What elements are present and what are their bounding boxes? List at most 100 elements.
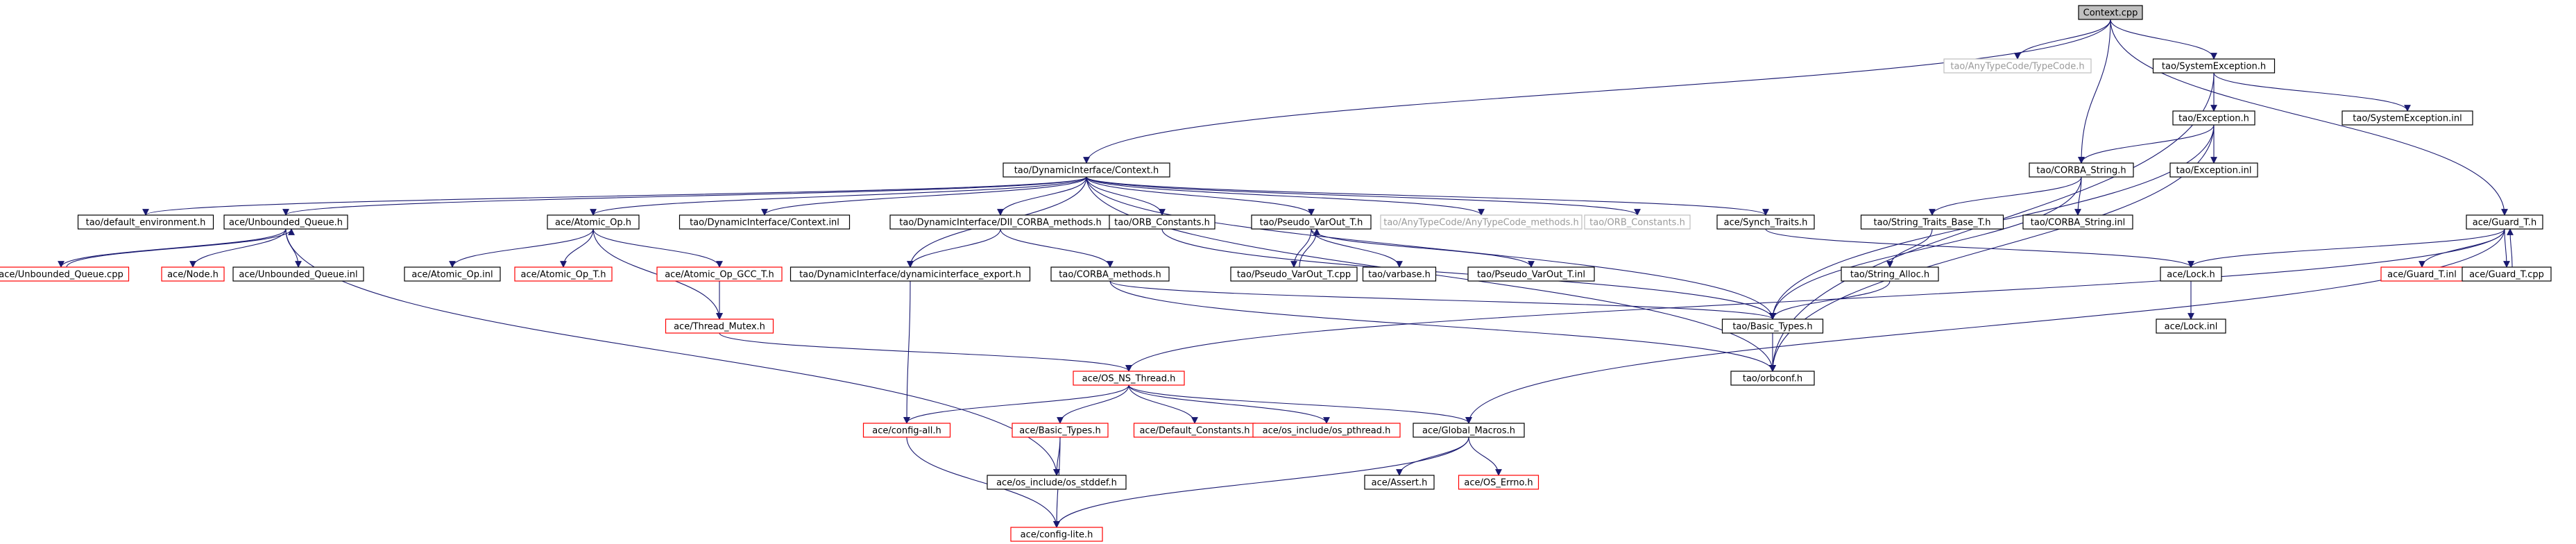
node-node-h[interactable]: ace/Node.h: [161, 266, 225, 282]
node-label: tao/ORB_Constants.h: [1114, 218, 1210, 228]
node-dyn-context-h[interactable]: tao/DynamicInterface/Context.h: [1003, 162, 1170, 178]
node-exception-h[interactable]: tao/Exception.h: [2172, 110, 2255, 126]
node-label: tao/CORBA_String.inl: [2031, 218, 2125, 228]
node-os-stddef-h[interactable]: ace/os_include/os_stddef.h: [987, 475, 1127, 490]
node-assert-h[interactable]: ace/Assert.h: [1364, 475, 1435, 490]
edge-os_ns_thread_h-to-basic_types_h_ace: [1057, 384, 1129, 424]
node-lock-h[interactable]: ace/Lock.h: [2160, 266, 2222, 282]
node-config-all-h[interactable]: ace/config-all.h: [862, 423, 951, 438]
node-label: ace/Default_Constants.h: [1139, 426, 1249, 436]
node-corba-string-h[interactable]: tao/CORBA_String.h: [2029, 162, 2134, 178]
edge-context_cpp-to-systemexception_h: [2110, 19, 2217, 60]
node-pseudo-varout-t-h[interactable]: tao/Pseudo_VarOut_T.h: [1251, 214, 1372, 230]
node-label: ace/Global_Macros.h: [1422, 426, 1515, 436]
node-orb-constants-h[interactable]: tao/ORB_Constants.h: [1109, 214, 1216, 230]
node-orbconf-h[interactable]: tao/orbconf.h: [1730, 371, 1815, 386]
node-box: [1073, 371, 1185, 386]
node-atomic-op-inl[interactable]: ace/Atomic_Op.inl: [404, 266, 501, 282]
node-guard-t-inl[interactable]: ace/Guard_T.inl: [2380, 266, 2464, 282]
node-exception-inl[interactable]: tao/Exception.inl: [2169, 162, 2258, 178]
node-box: [514, 266, 613, 282]
node-label: tao/String_Traits_Base_T.h: [1874, 218, 1991, 228]
node-thread-mutex-h[interactable]: ace/Thread_Mutex.h: [665, 318, 774, 334]
node-unbounded-queue-cpp[interactable]: ace/Unbounded_Queue.cpp: [0, 266, 130, 282]
node-label: ace/Assert.h: [1372, 478, 1428, 488]
node-label: tao/Exception.h: [2178, 114, 2249, 124]
node-box: [547, 214, 640, 230]
node-label: ace/Thread_Mutex.h: [674, 322, 765, 332]
edge-config_all_h-to-config_lite_h: [906, 436, 1060, 528]
edge-dyn_context_h-to-orb_constants_h2: [1086, 176, 1641, 216]
node-label: ace/Unbounded_Queue.inl: [239, 270, 357, 280]
edge-dyn_context_h-to-dii_corba_methods_h: [997, 176, 1087, 216]
node-orb-constants-h2[interactable]: tao/ORB_Constants.h: [1584, 214, 1691, 230]
node-string-alloc-h[interactable]: tao/String_Alloc.h: [1841, 266, 1939, 282]
node-label: ace/os_include/os_pthread.h: [1263, 426, 1391, 436]
node-context-cpp[interactable]: Context.cpp: [2078, 5, 2143, 20]
edge-dyn_context_h-to-synch_traits_h: [1086, 176, 1769, 216]
node-systemexception-h[interactable]: tao/SystemException.h: [2152, 58, 2276, 74]
node-lock-inl[interactable]: ace/Lock.inl: [2156, 318, 2226, 334]
node-label: tao/SystemException.inl: [2353, 114, 2462, 124]
node-anytypecode-methods-h[interactable]: tao/AnyTypeCode/AnyTypeCode_methods.h: [1380, 214, 1583, 230]
edge-dii_corba_methods_h-to-dynamicinterface_export_h: [907, 228, 1001, 268]
node-label: tao/Pseudo_VarOut_T.cpp: [1237, 270, 1351, 280]
node-corba-methods-h[interactable]: tao/CORBA_methods.h: [1050, 266, 1170, 282]
node-label: ace/Atomic_Op.inl: [411, 270, 493, 280]
edge-dyn_context_h-to-orb_constants_h: [1086, 176, 1166, 216]
node-label: tao/Pseudo_VarOut_T.inl: [1477, 270, 1585, 280]
node-guard-t-cpp[interactable]: ace/Guard_T.cpp: [2462, 266, 2552, 282]
edge-pseudo_varout_t_h-to-varbase_h: [1311, 228, 1403, 268]
node-config-lite-h[interactable]: ace/config-lite.h: [1010, 527, 1103, 542]
node-default-environment-h[interactable]: tao/default_environment.h: [77, 214, 214, 230]
edge-pseudo_varout_t_cpp-to-pseudo_varout_t_h: [1299, 228, 1320, 268]
node-label: ace/os_include/os_stddef.h: [996, 478, 1117, 488]
node-basic-types-h-ace[interactable]: ace/Basic_Types.h: [1012, 423, 1109, 438]
node-atomic-op-t-h[interactable]: ace/Atomic_Op_T.h: [514, 266, 613, 282]
node-dynamicinterface-export-h[interactable]: tao/DynamicInterface/dynamicinterface_ex…: [790, 266, 1031, 282]
edge-os_ns_thread_h-to-config_all_h: [903, 384, 1129, 424]
node-os-ns-thread-h[interactable]: ace/OS_NS_Thread.h: [1073, 371, 1185, 386]
node-os-pthread-h[interactable]: ace/os_include/os_pthread.h: [1252, 423, 1401, 438]
edge-unbounded_queue_h-to-os_stddef_h: [285, 228, 1060, 476]
node-string-traits-base-t-h[interactable]: tao/String_Traits_Base_T.h: [1860, 214, 2004, 230]
edge-atomic_op_h-to-atomic_op_gcc_t_h: [592, 228, 723, 268]
file-nodes: Context.cpp tao/AnyTypeCode/TypeCode.h tao…: [0, 5, 2552, 542]
node-box: [679, 214, 851, 230]
edge-pseudo_varout_t_h-to-pseudo_varout_t_cpp: [1290, 228, 1312, 268]
node-label: tao/Basic_Types.h: [1732, 322, 1812, 332]
node-pseudo-varout-t-cpp[interactable]: tao/Pseudo_VarOut_T.cpp: [1230, 266, 1358, 282]
node-basic-types-h-tao[interactable]: tao/Basic_Types.h: [1721, 318, 1824, 334]
node-anytypecode-typecode-h[interactable]: tao/AnyTypeCode/TypeCode.h: [1943, 58, 2092, 74]
node-label: ace/Guard_T.inl: [2387, 270, 2457, 280]
node-varbase-h[interactable]: tao/varbase.h: [1362, 266, 1437, 282]
node-os-errno-h[interactable]: ace/OS_Errno.h: [1458, 475, 1539, 490]
node-box: [77, 214, 214, 230]
node-systemexception-inl[interactable]: tao/SystemException.inl: [2342, 110, 2473, 126]
node-pseudo-varout-t-inl[interactable]: tao/Pseudo_VarOut_T.inl: [1467, 266, 1595, 282]
node-label: ace/Atomic_Op.h: [555, 218, 631, 228]
node-dyn-context-inl[interactable]: tao/DynamicInterface/Context.inl: [679, 214, 851, 230]
node-box: [2152, 58, 2276, 74]
node-label: tao/DynamicInterface/Context.inl: [690, 218, 839, 228]
node-atomic-op-gcc-t-h[interactable]: ace/Atomic_Op_GCC_T.h: [656, 266, 783, 282]
node-label: tao/DynamicInterface/DII_CORBA_methods.h: [899, 218, 1102, 228]
node-label: ace/OS_Errno.h: [1464, 478, 1533, 488]
node-unbounded-queue-h[interactable]: ace/Unbounded_Queue.h: [223, 214, 348, 230]
node-synch-traits-h[interactable]: ace/Synch_Traits.h: [1716, 214, 1815, 230]
node-box: [2342, 110, 2473, 126]
node-dii-corba-methods-h[interactable]: tao/DynamicInterface/DII_CORBA_methods.h: [889, 214, 1111, 230]
edge-corba_methods_h-to-basic_types_h_tao: [1109, 280, 1776, 320]
edge-global_macros_h-to-config_lite_h: [1053, 436, 1469, 528]
node-global-macros-h[interactable]: ace/Global_Macros.h: [1413, 423, 1525, 438]
node-default-constants-h[interactable]: ace/Default_Constants.h: [1133, 423, 1256, 438]
node-unbounded-queue-inl[interactable]: ace/Unbounded_Queue.inl: [232, 266, 364, 282]
node-corba-string-inl[interactable]: tao/CORBA_String.inl: [2022, 214, 2133, 230]
edge-dynamicinterface_export_h-to-config_all_h: [903, 280, 911, 424]
node-guard-t-h[interactable]: ace/Guard_T.h: [2466, 214, 2543, 230]
node-label: ace/config-all.h: [872, 426, 941, 436]
node-label: tao/String_Alloc.h: [1850, 270, 1929, 280]
node-atomic-op-h[interactable]: ace/Atomic_Op.h: [547, 214, 640, 230]
edge-corba_string_h-to-basic_types_h_tao: [1769, 176, 2082, 320]
